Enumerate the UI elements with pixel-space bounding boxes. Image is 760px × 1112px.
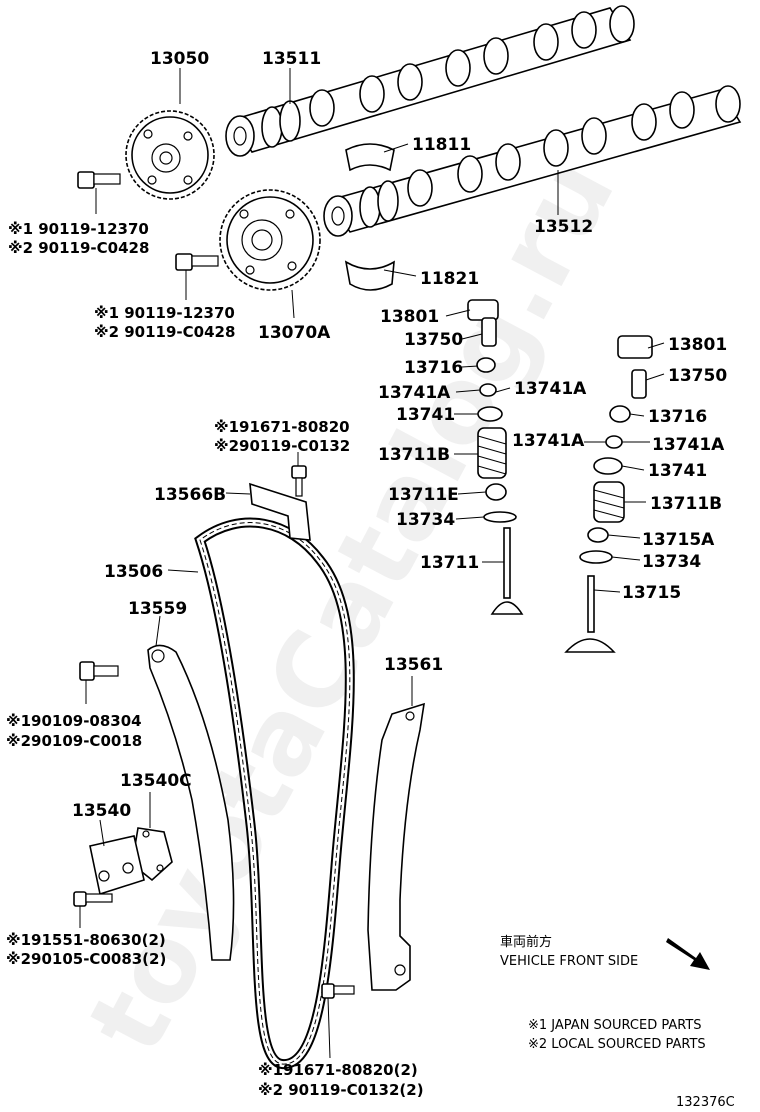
label-13716-a: 13716 (404, 358, 463, 378)
label-11811: 11811 (412, 135, 471, 155)
label-13711B-a: 13711B (378, 445, 450, 465)
lash-adjuster-13750-b (631, 369, 647, 399)
label-13741A-a2: 13741A (514, 379, 587, 399)
cap-13716-a (476, 357, 496, 373)
label-damper-bolt-japan: ※191671-80820(2) (258, 1061, 418, 1079)
camshaft-13511 (225, 5, 635, 157)
sprocket-13050 (125, 110, 215, 200)
rocker-13801-a (467, 299, 499, 321)
label-13741-a: 13741 (396, 405, 455, 425)
seat-13734-b (579, 550, 613, 564)
valve-13715 (587, 575, 595, 633)
retainer-13741-b (593, 457, 623, 475)
keeper-13741A-a (479, 383, 497, 397)
label-bolt2-japan: ※1 90119-12370 (94, 304, 235, 322)
label-slipper-bolt-japan: ※190109-08304 (6, 712, 142, 730)
label-13050: 13050 (150, 49, 209, 69)
label-slipper-bolt-local: ※290109-C0018 (6, 732, 142, 750)
label-tens-bolt-local: ※290105-C0083(2) (6, 950, 166, 968)
label-tens-bolt-japan: ※191551-80630(2) (6, 931, 166, 949)
chain-guide-13566B (249, 482, 311, 541)
label-bolt1-local: ※2 90119-C0428 (8, 239, 149, 257)
spring-13711B-b (593, 481, 625, 523)
valve-13711 (503, 527, 511, 599)
label-13711: 13711 (420, 553, 479, 573)
bolt-guide (291, 465, 307, 497)
leader-lines (79, 68, 665, 1059)
bolt-slipper (79, 661, 119, 681)
bearing-11811 (345, 143, 395, 172)
label-13741-b: 13741 (648, 461, 707, 481)
vehicle-front-en: VEHICLE FRONT SIDE (500, 954, 638, 969)
label-13512: 13512 (534, 217, 593, 237)
label-13559: 13559 (128, 599, 187, 619)
label-13540C: 13540C (120, 771, 192, 791)
label-bolt1-japan: ※1 90119-12370 (8, 220, 149, 238)
sprocket-13070A (219, 189, 321, 291)
label-13801-a: 13801 (380, 307, 439, 327)
label-13540: 13540 (72, 801, 131, 821)
label-13741A-a1: 13741A (378, 383, 451, 403)
bolt-90119-12370-lower (175, 253, 219, 271)
label-13711E: 13711E (388, 485, 459, 505)
bolt-90119-12370-upper (77, 171, 121, 189)
label-13070A: 13070A (258, 323, 331, 343)
label-13750-b: 13750 (668, 366, 727, 386)
cap-13716-b (609, 405, 631, 423)
label-13750-a: 13750 (404, 330, 463, 350)
label-13741A-b2: 13741A (652, 435, 725, 455)
label-13561: 13561 (384, 655, 443, 675)
label-damper-bolt-local: ※2 90119-C0132(2) (258, 1081, 424, 1099)
label-13734-b: 13734 (642, 552, 701, 572)
label-13511: 13511 (262, 49, 321, 69)
rocker-13801-b (617, 335, 653, 359)
lash-adjuster-13750-a (481, 317, 497, 347)
label-13715A: 13715A (642, 530, 715, 550)
keeper-13741A-b (605, 435, 623, 449)
label-13801-b: 13801 (668, 335, 727, 355)
label-13566B: 13566B (154, 485, 226, 505)
label-13711B-b: 13711B (650, 494, 722, 514)
label-guide-bolt-local: ※290119-C0132 (214, 437, 350, 455)
label-13716-b: 13716 (648, 407, 707, 427)
figure-id: 132376C (676, 1095, 735, 1110)
label-guide-bolt-japan: ※191671-80820 (214, 418, 350, 436)
label-13506: 13506 (104, 562, 163, 582)
vehicle-front-jp: 車両前方 (500, 934, 552, 950)
label-13734-a: 13734 (396, 510, 455, 530)
note-japan-sourced: ※1 JAPAN SOURCED PARTS (528, 1018, 702, 1033)
retainer-13741-a (477, 406, 503, 422)
label-bolt2-local: ※2 90119-C0428 (94, 323, 235, 341)
bolt-damper (321, 983, 355, 999)
camshaft-13512 (323, 85, 742, 237)
chain-damper-13561 (367, 702, 425, 991)
seat-13734-a (483, 511, 517, 523)
front-arrow-icon (666, 938, 710, 970)
label-13715: 13715 (622, 583, 681, 603)
chain-slipper-13559 (147, 644, 235, 961)
bearing-11821 (344, 260, 395, 291)
spring-13711B-a (477, 427, 507, 479)
note-local-sourced: ※2 LOCAL SOURCED PARTS (528, 1037, 706, 1052)
seal-13711E (485, 483, 507, 501)
bolt-tensioner (73, 891, 113, 907)
label-13741A-b1: 13741A (512, 431, 585, 451)
label-11821: 11821 (420, 269, 479, 289)
seal-13715A (587, 527, 609, 543)
valve-group-a (467, 299, 524, 615)
